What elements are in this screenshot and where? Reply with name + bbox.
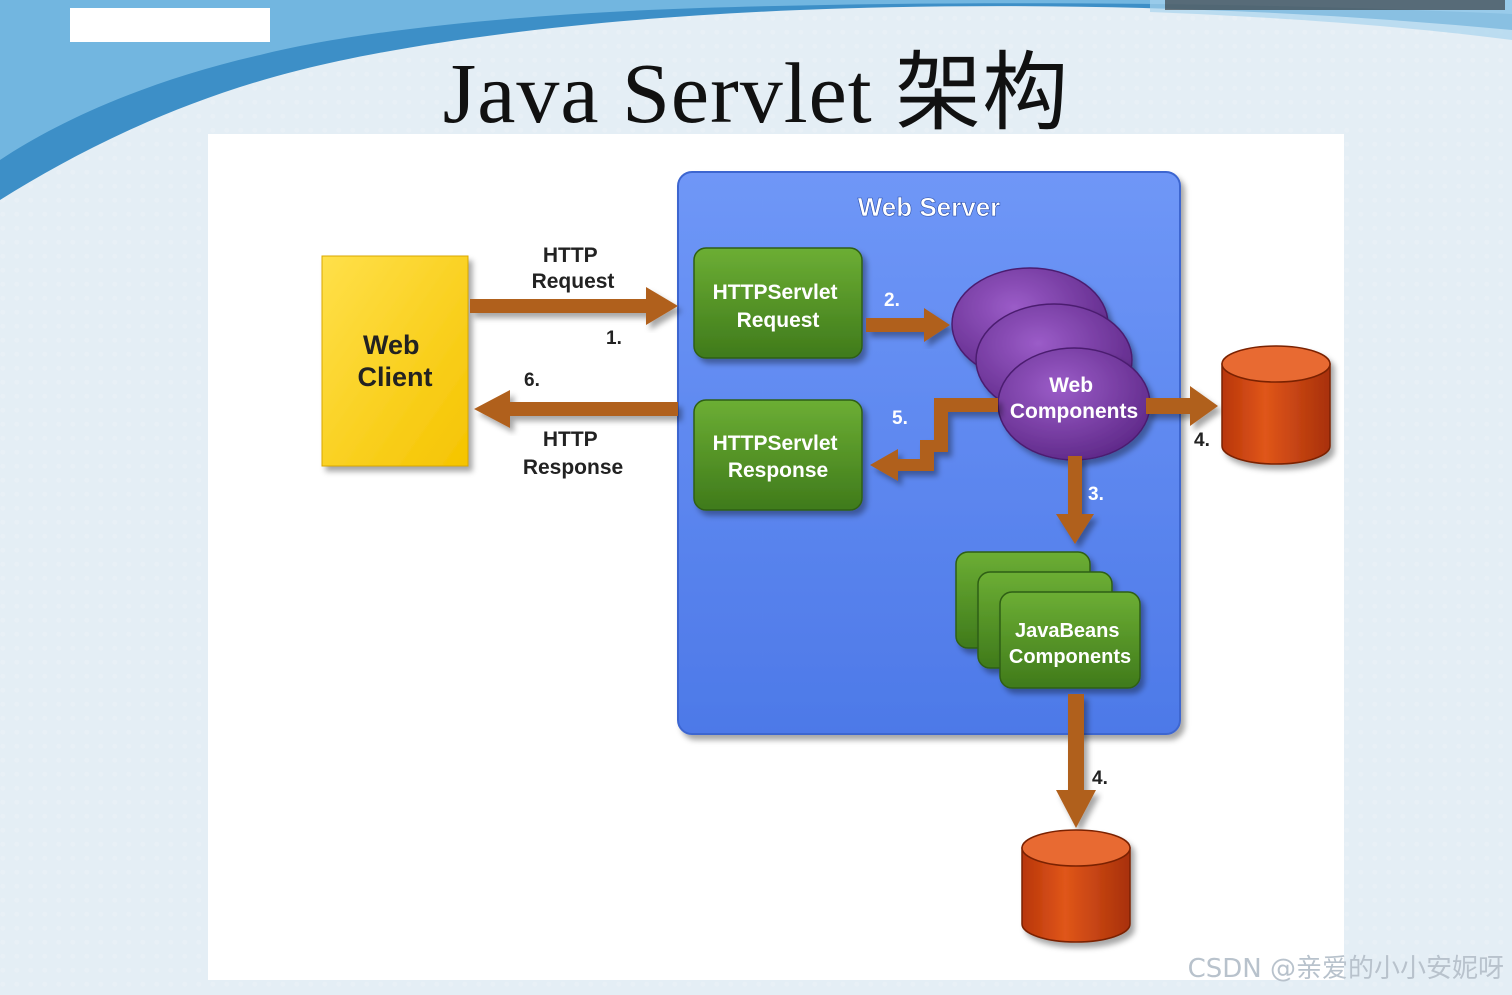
svg-text:JavaBeans Components: JavaBeans Components	[1009, 620, 1131, 668]
header-wave-decoration	[0, 0, 1512, 200]
httpservlet-request-label-line2: Request	[737, 309, 820, 332]
step-3-label: 3.	[1088, 484, 1104, 505]
web-components-label-line1: Web	[1049, 374, 1093, 397]
httpservlet-response-label-line1: HTTPServlet	[713, 432, 838, 455]
http-response-arrow	[474, 390, 678, 428]
http-request-label-line2: Request	[532, 270, 615, 293]
step-3-arrow	[1056, 456, 1094, 544]
step-1-label: 1.	[606, 328, 622, 349]
slide-title: Java Servlet 架构	[442, 45, 1070, 141]
step-4-arrow-bottom	[1056, 694, 1096, 828]
svg-text:Web Client: Web Client	[357, 330, 432, 392]
database-right	[1221, 345, 1331, 465]
httpservlet-request-box: HTTPServlet Request	[693, 247, 863, 359]
svg-text:HTTPServlet Request: HTTPServlet Request	[713, 281, 844, 332]
javabeans-components-stack: JavaBeans Components	[955, 551, 1141, 689]
http-response-label-line2: Response	[523, 456, 623, 479]
svg-text:HTTPServlet Response: HTTPServlet Response	[713, 432, 844, 482]
step-4-label-right: 4.	[1194, 430, 1210, 451]
web-client-label-line2: Client	[357, 362, 432, 392]
svg-text:HTTP Request: HTTP Request	[532, 244, 615, 293]
javabeans-label-line2: Components	[1009, 646, 1131, 668]
web-components-label-line2: Components	[1010, 400, 1138, 423]
httpservlet-response-box: HTTPServlet Response	[693, 399, 863, 511]
servlet-architecture-diagram: Web Server Web Client HTTP Request 1.	[321, 171, 1331, 943]
database-bottom	[1021, 829, 1131, 943]
step-5-arrow	[870, 398, 998, 481]
web-client-label-line1: Web	[363, 330, 420, 360]
step-2-label: 2.	[884, 290, 900, 311]
step-6-label: 6.	[524, 370, 540, 391]
web-server-label: Web Server	[858, 192, 1001, 222]
http-response-label-line1: HTTP	[543, 428, 598, 451]
step-4-arrow-right	[1146, 386, 1218, 426]
diagram-panel: Web Server Web Client HTTP Request 1.	[208, 134, 1344, 980]
step-5-label: 5.	[892, 408, 908, 429]
httpservlet-request-label-line1: HTTPServlet	[713, 281, 838, 304]
javabeans-label-line1: JavaBeans	[1015, 620, 1120, 642]
step-2-arrow	[866, 308, 950, 342]
svg-text:HTTP Response: HTTP Response	[523, 428, 623, 479]
step-4-label-bottom: 4.	[1092, 768, 1108, 789]
svg-text:Web Components: Web Components	[1010, 374, 1138, 423]
csdn-watermark: CSDN @亲爱的小小安妮呀	[1187, 954, 1504, 984]
httpservlet-response-label-line2: Response	[728, 459, 828, 482]
http-request-arrow	[470, 287, 678, 325]
http-request-label-line1: HTTP	[543, 244, 598, 267]
web-client-box: Web Client	[321, 255, 469, 467]
